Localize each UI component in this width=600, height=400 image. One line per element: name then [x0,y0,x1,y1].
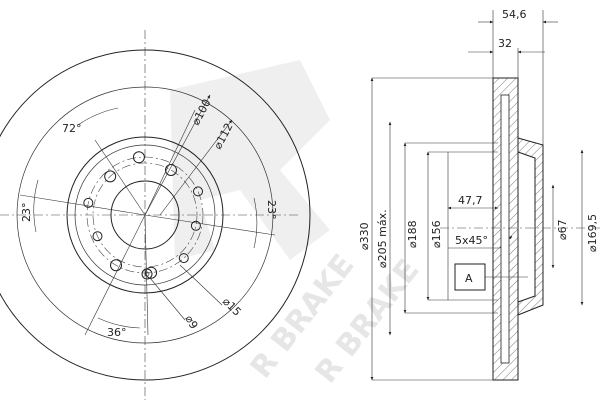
datum-box [454,263,486,291]
radial-line-23-right [144,214,276,236]
bolt-hole [190,220,201,231]
friction-ring-inner [16,86,274,344]
hat-inner-circle [74,144,216,286]
radial-line-36a [84,214,146,336]
bolt-hole [178,253,189,264]
label-d15: ⌀15 [220,295,244,319]
label-angle-23-left: 23° [20,203,33,223]
datum-label: A [465,272,473,285]
bolt-hole [110,259,122,272]
bolt-circle-100 [92,162,198,268]
bolt-hole [104,170,117,183]
watermark-logo-shape [170,60,330,260]
radial-line-36b [144,214,149,336]
label-chamfer: 5x45° [455,234,488,247]
section-view: A 54,6 32 ⌀330 ⌀205 máx. ⌀188 ⌀156 47,7 … [358,8,600,381]
hat-section [517,137,544,316]
radial-line-23-left [19,194,146,216]
label-d205: ⌀205 máx. [376,209,389,268]
leader-d9 [149,277,186,321]
label-d188: ⌀188 [406,220,419,248]
radial-line-72a [94,139,146,216]
bolt-holes [83,151,203,279]
bolt-hole [193,186,203,197]
locating-hole-inner [144,271,150,277]
arc-72 [77,107,119,126]
label-w-54-6: 54,6 [502,8,527,21]
arc-23-right [253,197,258,249]
arc-36 [97,317,141,329]
label-d156: ⌀156 [430,220,443,248]
bolt-hole [92,231,103,242]
label-angle-72: 72° [62,122,82,135]
label-d169-5: ⌀169,5 [586,214,599,252]
label-w-32: 32 [498,37,512,50]
label-w-47-7: 47,7 [458,194,483,207]
label-angle-23-right: 23° [265,200,278,220]
hat-outer-circle [66,136,224,294]
locating-hole [141,268,153,280]
leader-d100 [144,94,211,216]
leader-d15 [179,264,223,306]
vent-channel [500,94,510,364]
disc-outer-circle [0,49,311,381]
center-bore [110,180,180,250]
bolt-hole [83,197,94,208]
bolt-hole [165,164,177,176]
bolt-hole [132,151,145,164]
label-d9: ⌀9 [182,313,200,331]
label-d67: ⌀67 [556,219,569,240]
arc-23-left [33,179,39,233]
leader-d112 [159,119,233,216]
radial-line-72b [144,109,196,216]
label-d330: ⌀330 [358,222,371,250]
label-angle-36: 36° [107,326,127,339]
